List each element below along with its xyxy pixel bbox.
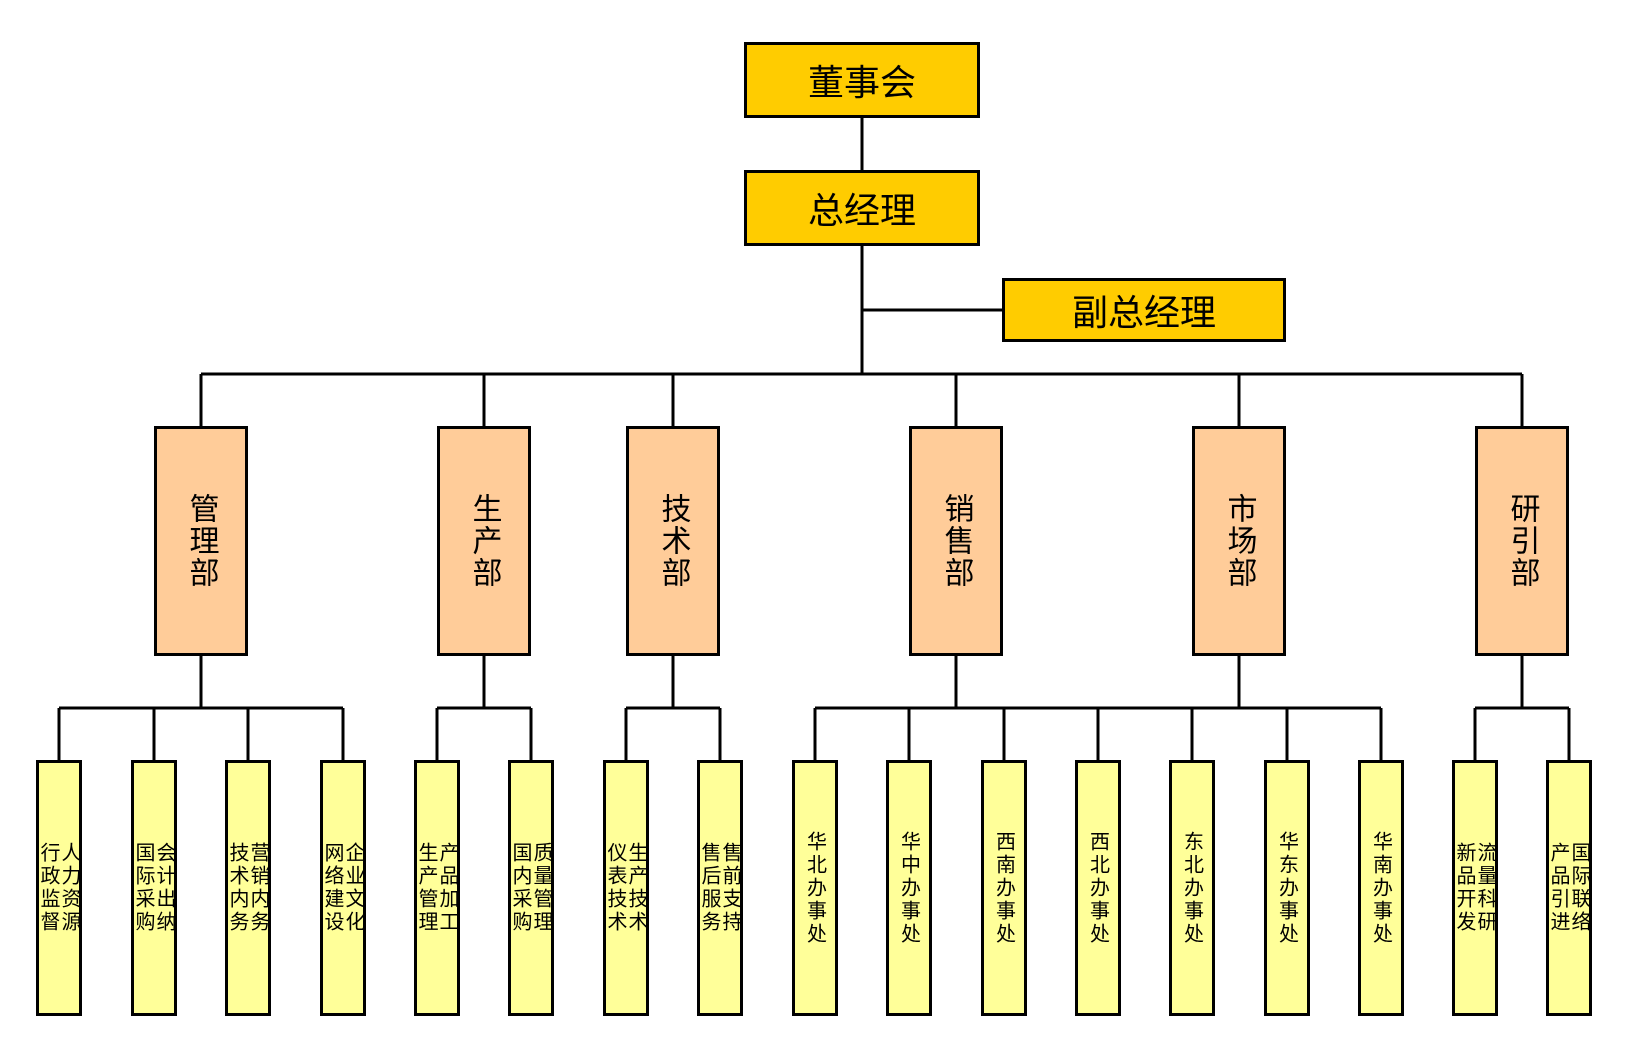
unit-box-3-3-label: 西北办事处: [1086, 830, 1111, 946]
unit-box-3-6: 华南办事处: [1358, 760, 1404, 1016]
unit-box-0-2-label: 营销内务 技术内务: [226, 842, 271, 934]
unit-box-2-1: 售前支持 售后服务: [697, 760, 743, 1016]
department-box-5-label: 研引部: [1504, 493, 1540, 589]
unit-box-5-0: 流量科研 新品开发: [1452, 760, 1498, 1016]
deputy-box-label: 副总经理: [1071, 293, 1216, 334]
unit-box-3-5: 华东办事处: [1264, 760, 1310, 1016]
unit-box-0-3: 企业文化 网络建设: [320, 760, 366, 1016]
department-box-2: 技术部: [626, 426, 720, 656]
department-box-0-label: 管理部: [183, 493, 219, 589]
unit-box-2-1-label: 售前支持 售后服务: [698, 842, 743, 934]
unit-box-0-0-label: 人力资源 行政监督: [37, 842, 82, 934]
unit-box-5-1-label: 国际联络 产品引进: [1547, 842, 1592, 934]
unit-box-3-6-label: 华南办事处: [1369, 830, 1394, 946]
unit-box-2-0: 生产技术 仪表技术: [603, 760, 649, 1016]
department-box-4-label: 市场部: [1221, 493, 1257, 589]
unit-box-2-0-label: 生产技术 仪表技术: [604, 842, 649, 934]
unit-box-0-0: 人力资源 行政监督: [36, 760, 82, 1016]
department-box-0: 管理部: [154, 426, 248, 656]
ceo-box-label: 总经理: [807, 191, 916, 232]
unit-box-3-2-label: 西南办事处: [992, 830, 1017, 946]
unit-box-0-3-label: 企业文化 网络建设: [321, 842, 366, 934]
unit-box-3-4-label: 东北办事处: [1180, 830, 1205, 946]
unit-box-3-2: 西南办事处: [981, 760, 1027, 1016]
department-box-2-label: 技术部: [655, 493, 691, 589]
unit-box-1-1: 质量管理 国内采购: [508, 760, 554, 1016]
unit-box-3-4: 东北办事处: [1169, 760, 1215, 1016]
deputy-box: 副总经理: [1002, 278, 1286, 342]
unit-box-5-1: 国际联络 产品引进: [1546, 760, 1592, 1016]
board-box-label: 董事会: [807, 63, 916, 104]
unit-box-0-2: 营销内务 技术内务: [225, 760, 271, 1016]
unit-box-3-0: 华北办事处: [792, 760, 838, 1016]
department-box-3-label: 销售部: [938, 493, 974, 589]
unit-box-1-1-label: 质量管理 国内采购: [509, 842, 554, 934]
department-box-4: 市场部: [1192, 426, 1286, 656]
department-box-5: 研引部: [1475, 426, 1569, 656]
unit-box-0-1-label: 会计出纳 国际采购: [132, 842, 177, 934]
unit-box-3-0-label: 华北办事处: [803, 830, 828, 946]
unit-box-3-1-label: 华中办事处: [897, 830, 922, 946]
unit-box-3-5-label: 华东办事处: [1275, 830, 1300, 946]
unit-box-0-1: 会计出纳 国际采购: [131, 760, 177, 1016]
board-box: 董事会: [744, 42, 980, 118]
department-box-3: 销售部: [909, 426, 1003, 656]
unit-box-1-0: 产品加工 生产管理: [414, 760, 460, 1016]
unit-box-5-0-label: 流量科研 新品开发: [1453, 842, 1498, 934]
ceo-box: 总经理: [744, 170, 980, 246]
unit-box-3-1: 华中办事处: [886, 760, 932, 1016]
department-box-1-label: 生产部: [466, 493, 502, 589]
department-box-1: 生产部: [437, 426, 531, 656]
unit-box-1-0-label: 产品加工 生产管理: [415, 842, 460, 934]
unit-box-3-3: 西北办事处: [1075, 760, 1121, 1016]
